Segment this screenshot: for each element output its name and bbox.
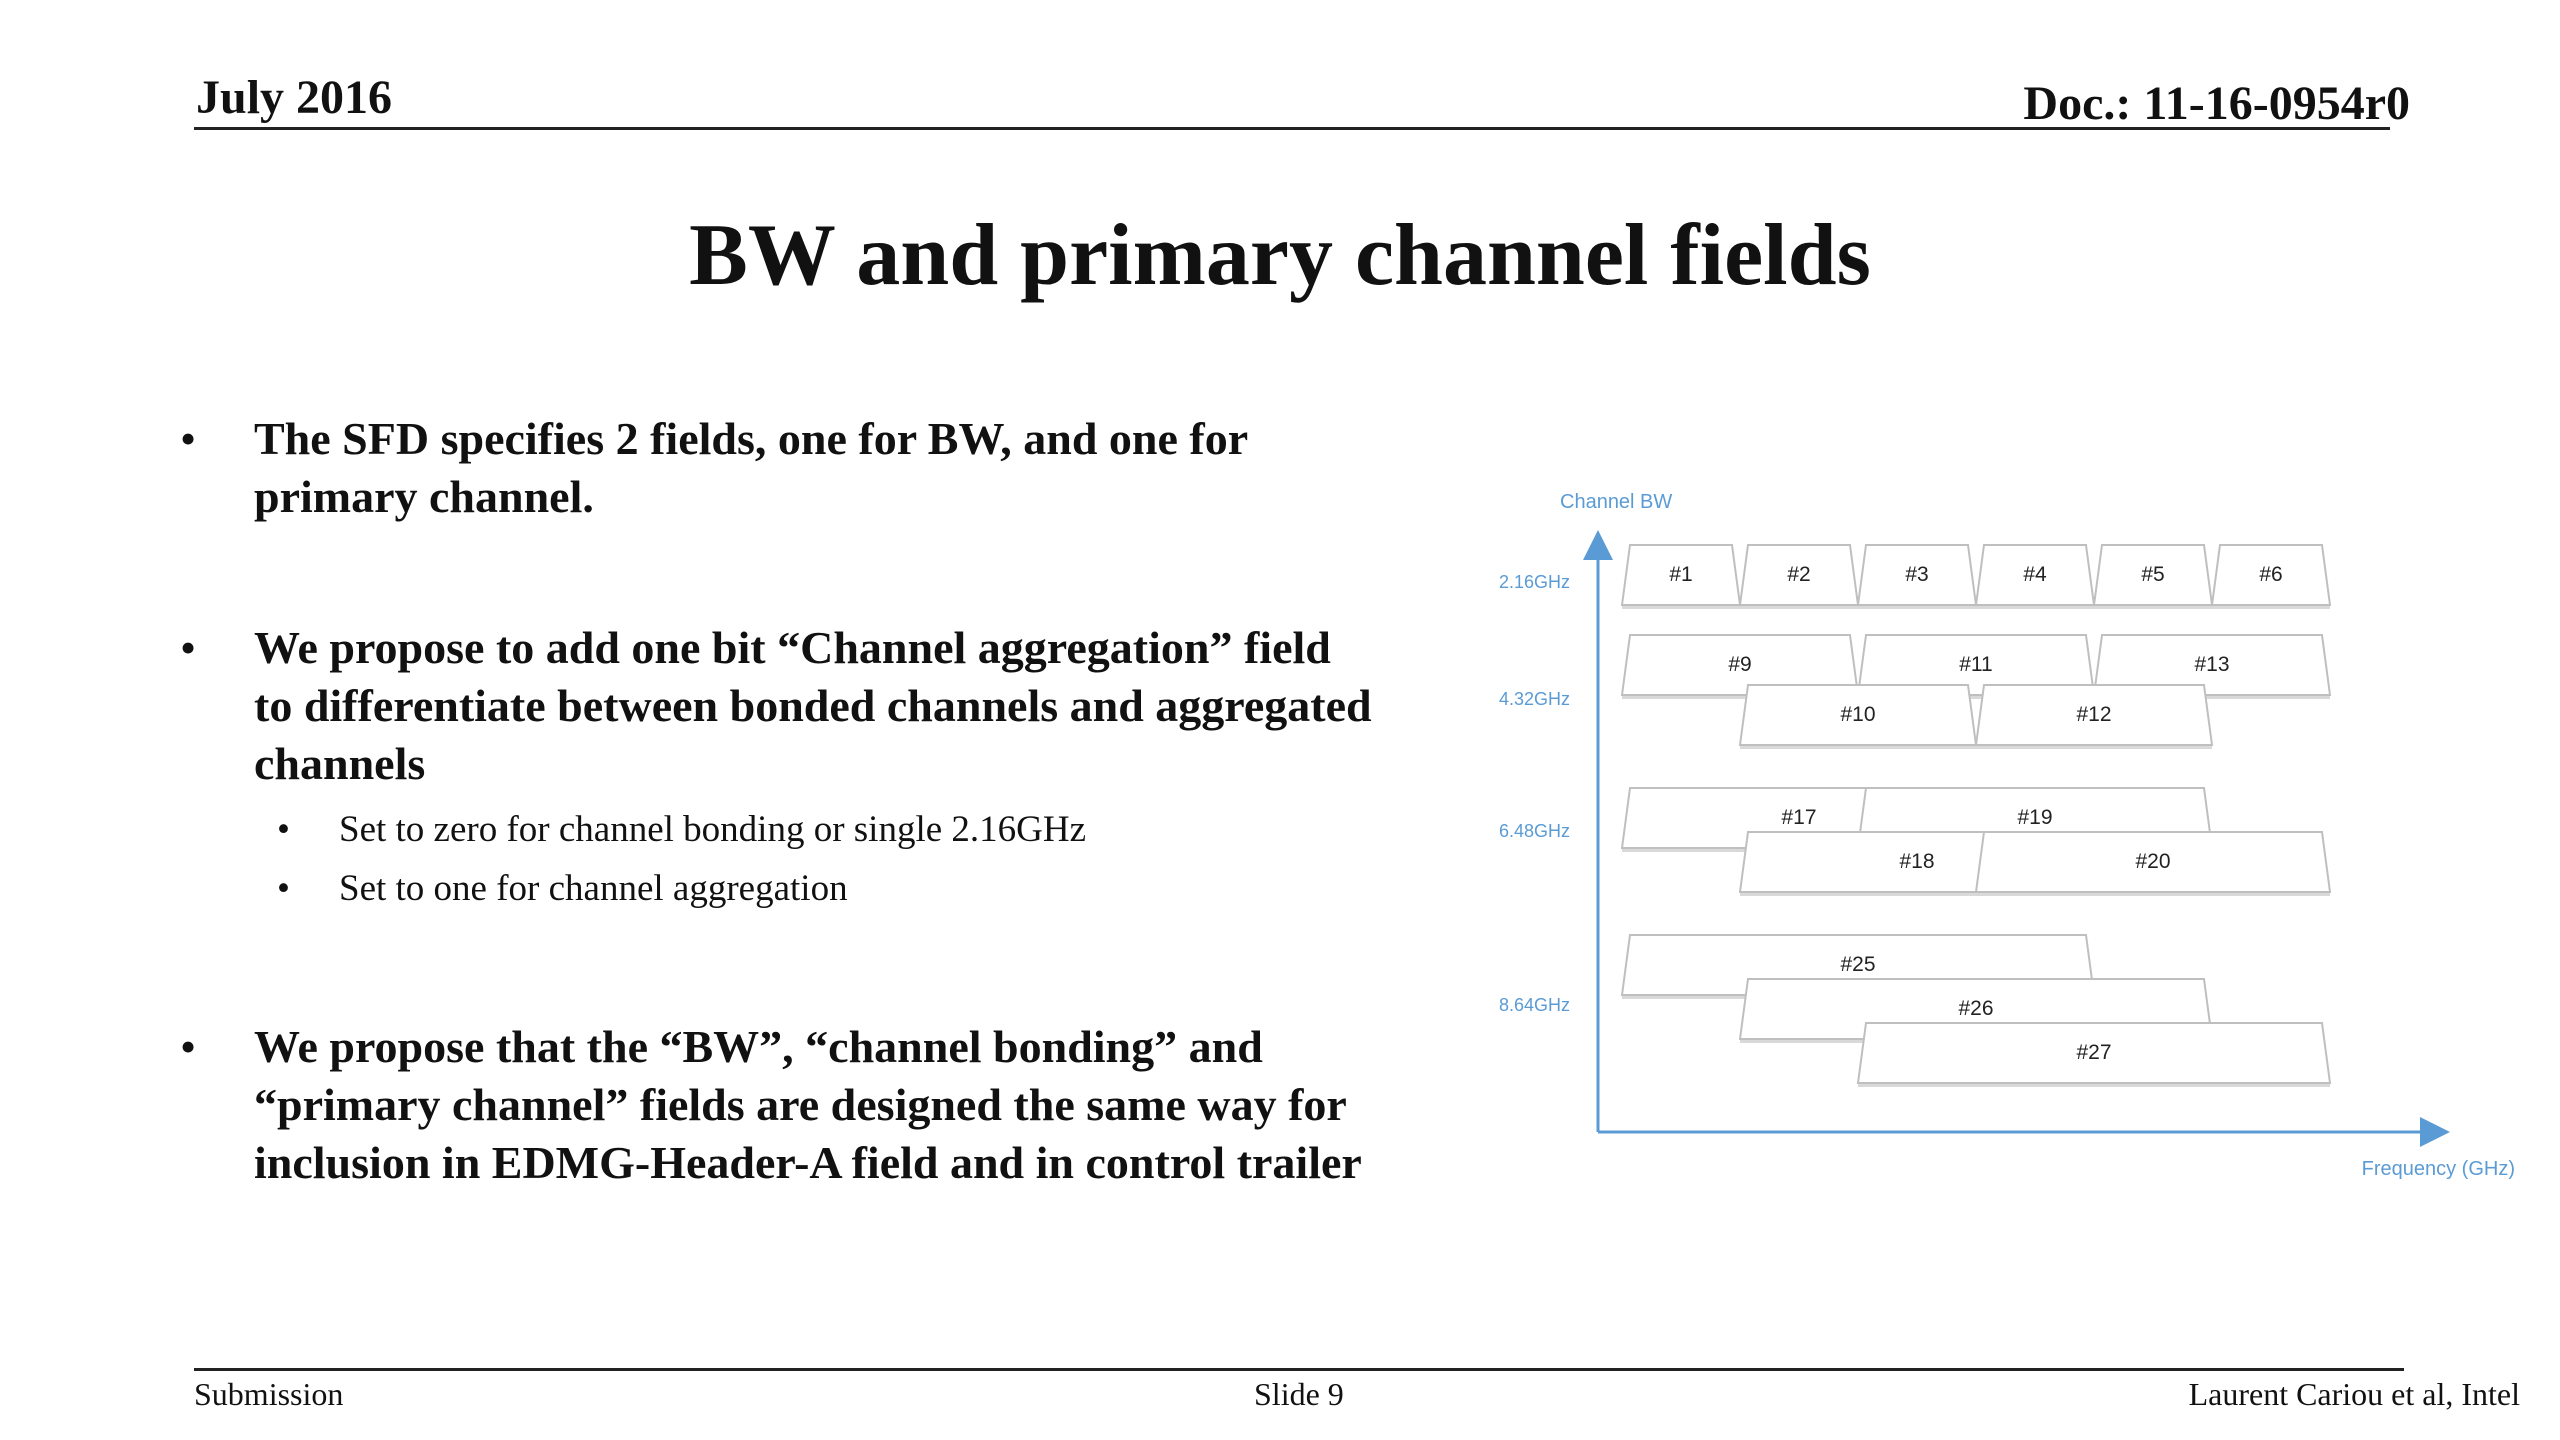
channel-label: #10 bbox=[1840, 703, 1875, 726]
sub-bullet-text: Set to one for channel aggregation bbox=[339, 868, 848, 909]
x-axis-title: Frequency (GHz) bbox=[2362, 1158, 2515, 1180]
bullet-glyph: • bbox=[180, 1021, 197, 1072]
channel-box: #5 bbox=[2092, 544, 2214, 609]
bullet-glyph: • bbox=[277, 809, 290, 850]
footer-slide-number: Slide 9 bbox=[1254, 1376, 1344, 1412]
bullet-item: • The SFD specifies 2 fields, one for BW… bbox=[180, 410, 1380, 526]
bullet-glyph: • bbox=[180, 413, 197, 464]
channel-box: #1 bbox=[1620, 544, 1742, 609]
bullet-glyph: • bbox=[180, 622, 197, 673]
bullet-item: • We propose that the “BW”, “channel bon… bbox=[180, 1018, 1380, 1192]
channel-box: #2 bbox=[1738, 544, 1860, 609]
channel-label: #4 bbox=[2023, 563, 2047, 586]
header-divider bbox=[194, 127, 2390, 130]
channel-label: #26 bbox=[1958, 997, 1993, 1020]
y-level-label: 8.64GHz bbox=[1499, 995, 1570, 1015]
channel-shape bbox=[1856, 1022, 2332, 1084]
sub-bullet-item: • Set to one for channel aggregation bbox=[180, 859, 1380, 918]
channel-box: #4 bbox=[1974, 544, 2096, 609]
channel-box: #3 bbox=[1856, 544, 1978, 609]
y-level-label: 4.32GHz bbox=[1499, 689, 1570, 709]
footer-authors: Laurent Cariou et al, Intel bbox=[2188, 1376, 2520, 1412]
channel-shape bbox=[2210, 544, 2332, 606]
channel-label: #6 bbox=[2259, 563, 2282, 586]
channel-label: #19 bbox=[2017, 806, 2052, 829]
bullet-text: We propose that the “BW”, “channel bondi… bbox=[254, 1021, 1362, 1188]
sub-bullet-item: • Set to zero for channel bonding or sin… bbox=[180, 800, 1380, 859]
channel-label: #27 bbox=[2076, 1041, 2111, 1064]
channel-label: #5 bbox=[2141, 563, 2164, 586]
footer-submission: Submission bbox=[194, 1376, 344, 1412]
channel-box: #12 bbox=[1974, 684, 2214, 749]
channel-label: #25 bbox=[1840, 953, 1875, 976]
bullet-list: • The SFD specifies 2 fields, one for BW… bbox=[180, 410, 1380, 1192]
y-level-label: 6.48GHz bbox=[1499, 821, 1570, 841]
channel-label: #3 bbox=[1905, 563, 1928, 586]
channel-shape bbox=[1974, 831, 2332, 893]
header-doc-number: Doc.: 11-16-0954r0 bbox=[2023, 77, 2410, 130]
bullet-item: • We propose to add one bit “Channel agg… bbox=[180, 619, 1380, 793]
slide-title: BW and primary channel fields bbox=[689, 207, 1871, 304]
bullet-text: We propose to add one bit “Channel aggre… bbox=[254, 622, 1372, 789]
sub-bullet-text: Set to zero for channel bonding or singl… bbox=[339, 809, 1087, 850]
channel-label: #18 bbox=[1899, 850, 1934, 873]
channel-label: #2 bbox=[1787, 563, 1810, 586]
channel-label: #11 bbox=[1959, 653, 1992, 676]
channel-label: #12 bbox=[2076, 703, 2111, 726]
channel-box: #6 bbox=[2210, 544, 2332, 609]
channel-label: #13 bbox=[2194, 653, 2229, 676]
bullet-glyph: • bbox=[277, 868, 290, 909]
channel-label: #9 bbox=[1728, 653, 1751, 676]
y-axis-title: Channel BW bbox=[1560, 491, 1672, 513]
channel-diagram: Channel BW Frequency (GHz) 2.16GHz 4.32GH… bbox=[1499, 491, 2515, 1180]
channel-label: #1 bbox=[1669, 563, 1692, 586]
y-level-label: 2.16GHz bbox=[1499, 572, 1570, 592]
channel-label: #17 bbox=[1781, 806, 1816, 829]
bullet-text: The SFD specifies 2 fields, one for BW, … bbox=[254, 413, 1248, 522]
channel-box: #27 bbox=[1856, 1022, 2332, 1087]
channel-shape bbox=[1974, 684, 2214, 746]
footer-divider bbox=[194, 1368, 2404, 1371]
channel-box: #10 bbox=[1738, 684, 1978, 749]
channel-label: #20 bbox=[2135, 850, 2170, 873]
channel-shape bbox=[2092, 634, 2332, 696]
header-date: July 2016 bbox=[196, 71, 393, 124]
channel-box: #20 bbox=[1974, 831, 2332, 896]
